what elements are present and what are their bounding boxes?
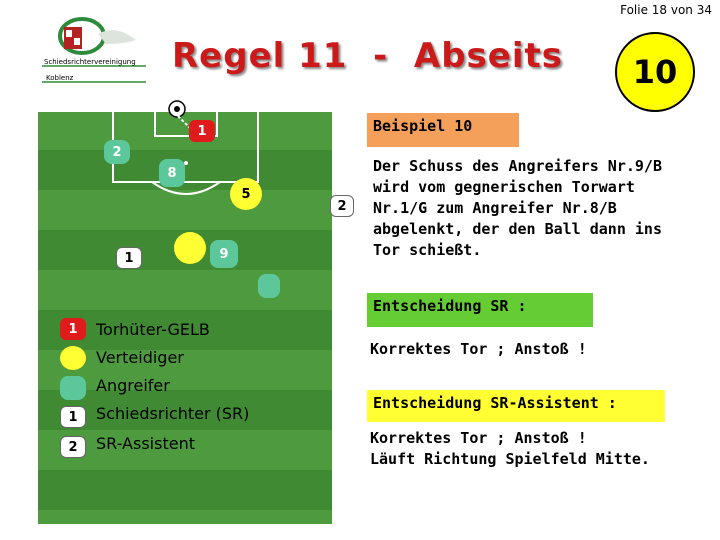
legend-marker-defender: [60, 346, 86, 370]
legend-marker-referee: 1: [60, 406, 86, 428]
pitch: [38, 110, 332, 524]
example-number-badge: 10: [615, 32, 695, 112]
attacker-9-marker: 9: [210, 240, 238, 268]
association-logo: Schiedsrichtervereinigung Koblenz: [42, 17, 146, 83]
assistant-decision-text: Korrektes Tor ; Anstoß ! Läuft Richtung …: [370, 428, 650, 470]
logo-text-2: Koblenz: [46, 74, 74, 82]
attacker-8-marker: 8: [159, 159, 185, 187]
penalty-box-front: [112, 181, 259, 183]
description-line: Der Schuss des Angreifers Nr.9/B: [373, 157, 662, 175]
legend-label-assistant: SR-Assistent: [96, 434, 195, 453]
legend-label-defender: Verteidiger: [96, 348, 184, 367]
assistant-decision-line: Korrektes Tor ; Anstoß !: [370, 429, 587, 447]
assistant-line-marker: 2: [330, 195, 354, 217]
penalty-box-right: [257, 110, 259, 182]
assistant-decision-line: Läuft Richtung Spielfeld Mitte.: [370, 450, 650, 468]
defender-small-marker: [174, 232, 206, 264]
legend-marker-assistant: 2: [60, 436, 86, 458]
sr-decision-heading: Entscheidung SR :: [367, 293, 593, 327]
logo-text-1: Schiedsrichtervereinigung: [44, 58, 136, 66]
legend-label-goalkeeper: Torhüter-GELB: [96, 320, 210, 339]
penalty-arc: [151, 181, 221, 195]
goal-box-right: [216, 110, 218, 136]
defender-5-marker: 5: [230, 178, 262, 210]
attacker-right-marker: [258, 274, 280, 298]
example-heading: Beispiel 10: [367, 113, 519, 147]
assistant-decision-heading: Entscheidung SR-Assistent :: [367, 390, 665, 422]
legend-marker-goalkeeper: 1: [60, 318, 86, 340]
penalty-spot: [184, 161, 188, 165]
description-line: Tor schießt.: [373, 241, 482, 259]
legend-label-referee: Schiedsrichter (SR): [96, 404, 250, 423]
assistant-top-marker: 2: [104, 140, 130, 164]
description-line: wird vom gegnerischen Torwart: [373, 178, 635, 196]
legend-label-attacker: Angreifer: [96, 376, 170, 395]
goal-box-left: [154, 110, 156, 136]
sr-decision-text: Korrektes Tor ; Anstoß !: [370, 340, 587, 358]
example-description: Der Schuss des Angreifers Nr.9/B wird vo…: [373, 156, 713, 261]
ball-icon: [168, 100, 186, 118]
referee-marker: 1: [116, 247, 142, 269]
page-title: Regel 11 - Abseits: [172, 36, 563, 76]
goal-box-front: [154, 135, 218, 137]
goalkeeper-marker: 1: [189, 120, 215, 142]
legend-marker-attacker: [60, 376, 86, 400]
slide-counter: Folie 18 von 34: [620, 3, 712, 17]
description-line: Nr.1/G zum Angreifer Nr.8/B: [373, 199, 617, 217]
description-line: abgelenkt, der den Ball dann ins: [373, 220, 662, 238]
